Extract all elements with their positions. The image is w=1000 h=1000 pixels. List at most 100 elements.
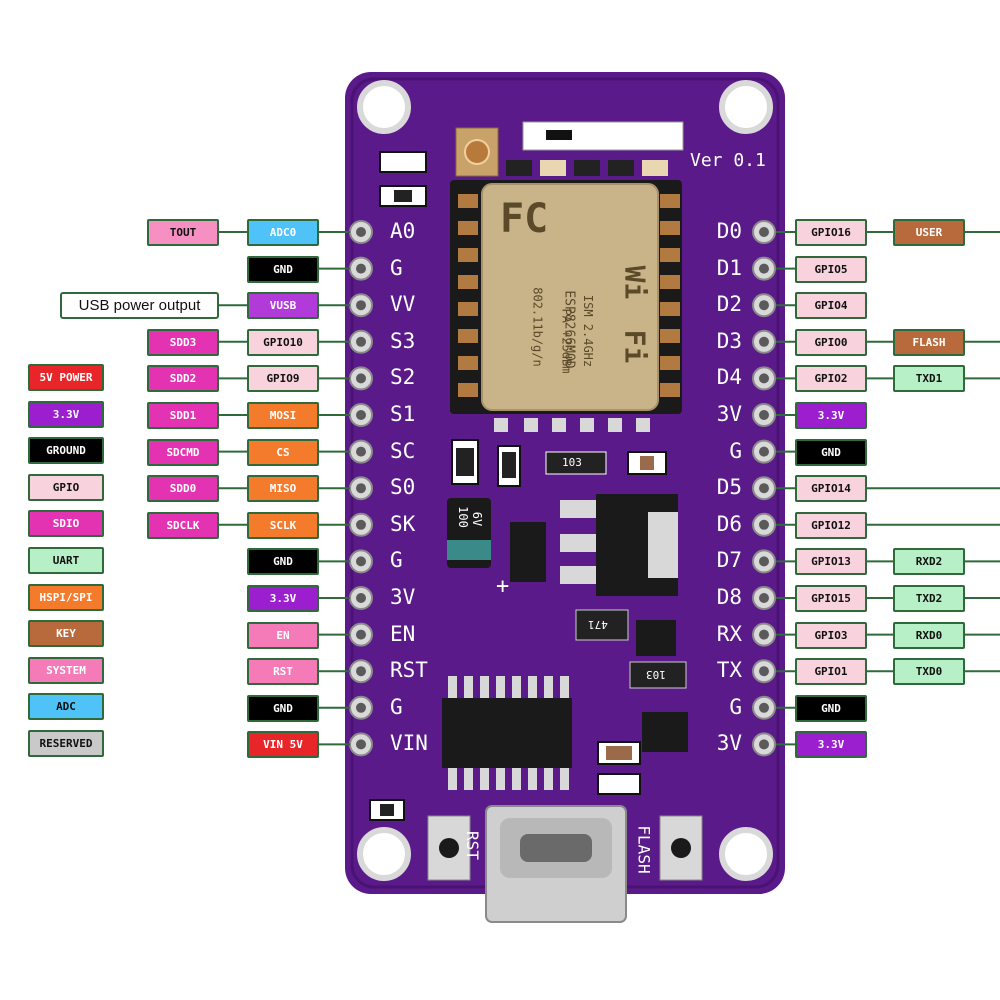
- module-pad: [660, 329, 680, 343]
- pin-label-right: G: [729, 694, 742, 719]
- pin-label-left: G: [390, 255, 403, 280]
- pin-label-left: VV: [390, 292, 416, 317]
- right-inner-tag: GPIO12: [795, 511, 867, 539]
- chip-pin: [496, 768, 505, 790]
- pin-label-left: S1: [390, 402, 416, 426]
- right-inner-tag: 3.3V: [795, 731, 867, 759]
- header-pin-hole: [759, 410, 769, 420]
- left-outer-tag: SDD2: [147, 365, 219, 393]
- left-inner-tag: MOSI: [247, 402, 319, 429]
- mounting-hole-br: [719, 827, 773, 881]
- header-pin-hole: [356, 519, 366, 530]
- header-pin-hole: [759, 300, 769, 311]
- right-inner-tag: GND: [795, 694, 867, 722]
- legend-item: GPIO: [28, 473, 104, 501]
- right-inner-tag: GPIO2: [795, 365, 867, 393]
- resistor-code-471: 471: [588, 618, 608, 631]
- header-pin-hole: [356, 666, 366, 677]
- flash-button-label: FLASH: [634, 825, 654, 874]
- right-outer-tag: FLASH: [893, 328, 965, 356]
- header-pin-hole: [356, 300, 366, 311]
- module-pad: [660, 302, 680, 316]
- left-outer-tag: USB power output: [60, 292, 219, 320]
- right-outer-tag: TXD0: [893, 658, 965, 686]
- pin-label-left: G: [390, 694, 403, 719]
- module-pad: [660, 248, 680, 262]
- header-pin-hole: [759, 519, 769, 530]
- module-pad: [660, 383, 680, 397]
- right-inner-tag: GPIO13: [795, 548, 867, 576]
- chip-pin: [448, 676, 457, 698]
- legend-item: HSPI/SPI: [28, 583, 104, 611]
- left-outer-tag: TOUT: [147, 219, 219, 246]
- chip-pin: [480, 676, 489, 698]
- left-inner-tag: RST: [247, 658, 319, 686]
- rst-button-graphic: [427, 815, 471, 881]
- chip-pin: [544, 768, 553, 790]
- esp-module-shield: [481, 183, 659, 411]
- right-inner-tag: 3.3V: [795, 402, 867, 429]
- wifi-mark-fi: Fi: [618, 329, 652, 364]
- left-inner-tag: VUSB: [247, 292, 319, 320]
- header-pin-hole: [759, 483, 769, 494]
- right-inner-tag: GPIO15: [795, 585, 867, 612]
- left-header-pins: [349, 220, 373, 757]
- chip-pin: [528, 768, 537, 790]
- pin-label-left: 3V: [390, 585, 416, 609]
- chip-pin: [544, 676, 553, 698]
- pin-label-left: G: [390, 548, 403, 573]
- pin-label-left: VIN: [390, 731, 428, 756]
- left-inner-tag: 3.3V: [247, 585, 319, 612]
- pin-label-right: 3V: [716, 402, 742, 426]
- board-version: Ver 0.1: [690, 150, 766, 171]
- header-pin-hole: [759, 336, 769, 347]
- connector-lines: [219, 231, 1000, 746]
- resistor-471: [575, 609, 629, 641]
- module-text-1: ISM 2.4GHz: [581, 294, 596, 368]
- cap-label-1: 100: [455, 506, 470, 528]
- right-inner-tag: GPIO4: [795, 292, 867, 320]
- plus-sign: +: [496, 574, 510, 599]
- pin-label-right: RX: [716, 621, 742, 646]
- header-pin-hole: [356, 227, 366, 237]
- header-pin-hole: [759, 629, 769, 640]
- right-outer-tag: RXD2: [893, 548, 965, 576]
- module-pad: [458, 194, 478, 208]
- pin-label-left: SC: [390, 438, 416, 463]
- header-pin-hole: [356, 373, 366, 384]
- header-pin-hole: [356, 410, 366, 420]
- header-pin-hole: [356, 263, 366, 274]
- legend-item: SDIO: [28, 510, 104, 538]
- header-pin-hole: [759, 227, 769, 237]
- header-pin-hole: [356, 446, 366, 457]
- header-pin-hole: [759, 702, 769, 713]
- left-outer-tag: SDCLK: [147, 511, 219, 539]
- left-inner-tag: CS: [247, 438, 319, 466]
- header-pin-hole: [759, 666, 769, 677]
- left-inner-tag: GND: [247, 255, 319, 283]
- chip-pin: [560, 768, 569, 790]
- right-inner-tag: GPIO16: [795, 219, 867, 246]
- left-inner-tag: EN: [247, 621, 319, 649]
- pin-label-left: A0: [390, 219, 416, 243]
- right-inner-tag: GPIO14: [795, 475, 867, 503]
- header-pin-hole: [356, 336, 366, 347]
- pin-label-left: S2: [390, 365, 416, 390]
- header-pin-hole: [759, 373, 769, 384]
- header-pin-hole: [759, 739, 769, 750]
- header-pin-hole: [356, 556, 366, 567]
- left-outer-tag: SDCMD: [147, 438, 219, 466]
- pin-label-right: D5: [716, 475, 742, 500]
- header-pin-hole: [356, 702, 366, 713]
- header-pin-hole: [759, 593, 769, 603]
- pin-label-right: D6: [716, 511, 742, 536]
- header-pin-hole: [759, 556, 769, 567]
- legend-item: 3.3V: [28, 400, 104, 428]
- pin-label-left: EN: [390, 621, 416, 646]
- legend-item: ADC: [28, 693, 104, 721]
- left-inner-tag: GND: [247, 694, 319, 722]
- left-outer-tag: SDD3: [147, 328, 219, 356]
- chip-pin: [448, 768, 457, 790]
